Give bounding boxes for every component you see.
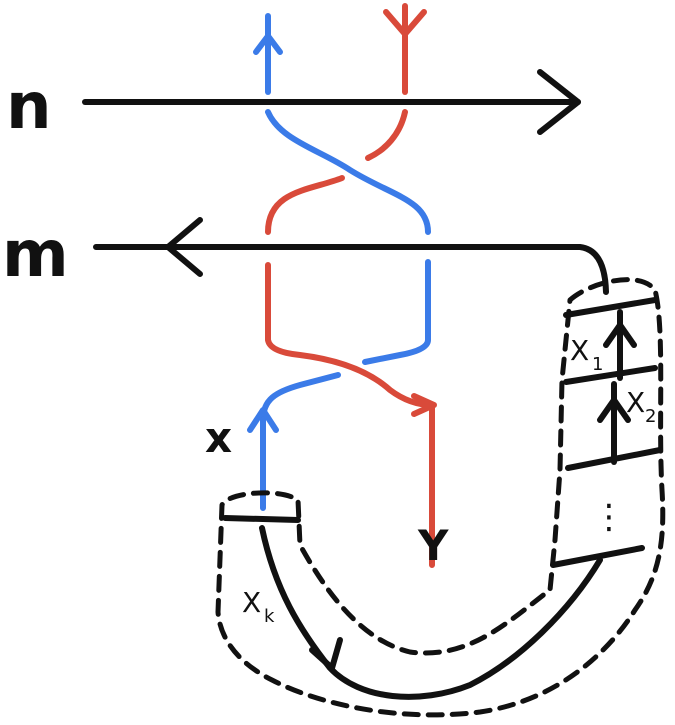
blue-strand-cross-upper: [265, 109, 431, 235]
label-xk: X k: [242, 586, 275, 627]
red-strand-left-vertical: [265, 262, 435, 568]
strand-m: [93, 217, 609, 295]
inner-strand-bottom-curve: [259, 525, 603, 700]
divider-x1-x2: [563, 365, 658, 385]
divider-bottom: [550, 545, 645, 568]
red-strand-top-arrowhead: [383, 9, 427, 37]
strand-m-arrowhead: [165, 217, 203, 277]
blue-strand-top-arrowhead: [253, 33, 283, 55]
strand-n-arrowhead: [537, 69, 581, 135]
label-x1-main: X: [570, 334, 589, 367]
divider-top: [563, 297, 658, 318]
divider-xk: [222, 515, 301, 523]
label-x1-sub: 1: [592, 354, 603, 375]
blue-strand-right-vertical: [362, 259, 431, 365]
blue-strand-cross-lower: [260, 372, 341, 511]
blue-strand: [247, 13, 431, 511]
red-strand-cross-upper-b: [265, 175, 345, 235]
label-xk-main: X: [242, 586, 261, 619]
blue-strand-arrowhead: [247, 407, 279, 433]
label-x2: X 2: [626, 386, 656, 427]
label-y: Y: [417, 521, 449, 570]
label-xk-sub: k: [264, 606, 275, 627]
red-strand: [265, 3, 437, 568]
inner-strand-middle-arrowhead: [597, 397, 631, 423]
dashed-column: [215, 277, 666, 718]
label-x1: X 1: [570, 334, 603, 375]
red-strand-cross-upper-a: [365, 109, 408, 161]
label-x2-main: X: [626, 386, 645, 419]
inner-strand-upper-arrowhead: [603, 322, 637, 348]
dashed-column-outline: [215, 277, 666, 718]
label-dots: ⋮: [592, 497, 626, 537]
label-n: n: [6, 70, 52, 144]
inner-strand-bottom-arrowhead: [309, 637, 343, 671]
red-strand-arrowhead: [411, 393, 437, 417]
label-x2-sub: 2: [645, 406, 656, 427]
label-m: m: [2, 218, 69, 292]
strand-n: [82, 69, 581, 135]
inner-strand: [259, 309, 637, 700]
label-x: x: [205, 413, 232, 462]
box-dividers: [222, 297, 663, 568]
